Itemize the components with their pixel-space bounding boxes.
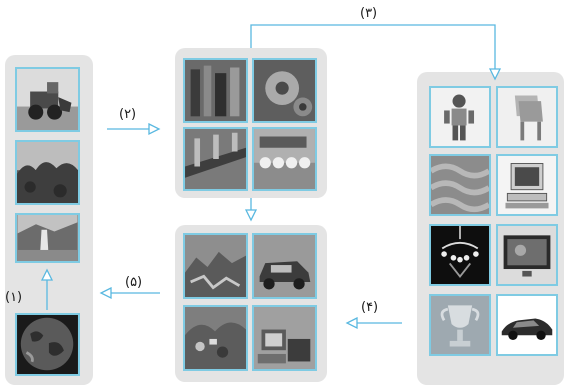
trophy-cup-photo [429,294,491,356]
scrap-pile-photo [183,233,248,299]
production-line-photo [183,127,248,191]
waterfall-landscape-photo [15,213,80,263]
forest-photo [15,140,80,205]
television-photo [496,224,558,286]
step-label-3: (۳) [360,6,378,21]
fabric-photo [429,154,491,216]
chandelier-photo [429,224,491,286]
old-car-photo [252,233,317,299]
robot-photo [429,86,491,148]
globe-photo [15,313,80,376]
step-label-1: (۱) [5,290,23,305]
step-label-2: (۲) [119,107,137,122]
step-label-5: (۵) [125,275,143,290]
factory-machinery-photo [183,58,248,123]
mining-loader-photo [15,67,80,132]
computer-photo [496,154,558,216]
assembly-line-photo [252,127,317,191]
garbage-heap-photo [183,305,248,371]
car-photo [496,294,558,356]
industrial-gears-photo [252,58,317,123]
step-label-4: (۴) [361,300,379,315]
stacked-chairs-photo [496,86,558,148]
arrow-3 [250,24,496,70]
discarded-electronics-photo [252,305,317,371]
